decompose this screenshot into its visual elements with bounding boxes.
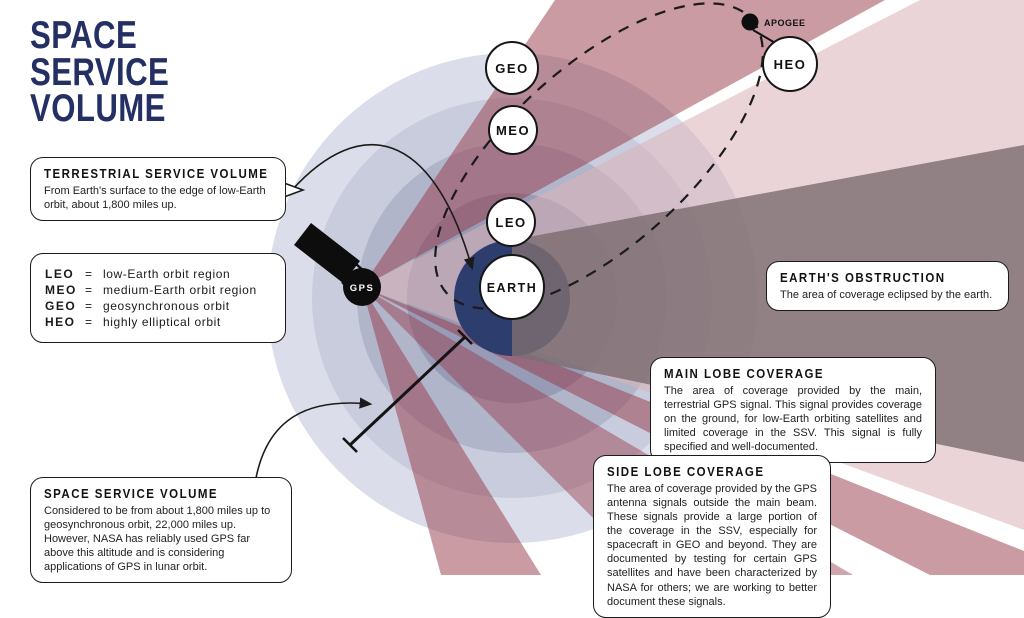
- callout-terrestrial-service-volume: TERRESTRIAL SERVICE VOLUME From Earth's …: [30, 157, 286, 222]
- meo-label: MEO: [496, 123, 530, 138]
- legend-abbr: HEO: [45, 315, 76, 329]
- callout-main-lobe-coverage: MAIN LOBE COVERAGE The area of coverage …: [650, 357, 936, 464]
- legend-equals: =: [85, 267, 93, 281]
- title-line-2: SERVICE: [30, 50, 170, 94]
- callout-body: The area of coverage provided by the mai…: [664, 385, 922, 454]
- earth-label: EARTH: [487, 281, 538, 295]
- callout-earths-obstruction: EARTH'S OBSTRUCTION The area of coverage…: [766, 261, 1009, 312]
- earth-label-circle: [479, 254, 545, 320]
- legend-definition: low-Earth orbit region: [103, 267, 231, 281]
- callout-heading: MAIN LOBE COVERAGE: [664, 367, 825, 381]
- callout-body: The area of coverage eclipsed by the ear…: [780, 289, 993, 301]
- callout-heading: EARTH'S OBSTRUCTION: [780, 271, 946, 285]
- legend-equals: =: [85, 299, 93, 313]
- legend-definition: highly elliptical orbit: [103, 315, 221, 329]
- terrestrial-leader-arrow: [291, 143, 475, 271]
- terrestrial-box-pointer: [283, 182, 306, 198]
- legend-definition: medium-Earth orbit region: [103, 283, 257, 297]
- geo-label-circle: [485, 41, 539, 95]
- legend-definition: geosynchronous orbit: [103, 299, 230, 313]
- ssv-leader-arrow: [255, 397, 373, 479]
- callout-body: The area of coverage provided by the GPS…: [607, 483, 817, 608]
- callout-heading: TERRESTRIAL SERVICE VOLUME: [44, 167, 269, 181]
- ssv-range-indicator: [342, 329, 473, 453]
- legend-abbr: GEO: [45, 299, 77, 313]
- title-line-3: VOLUME: [30, 87, 166, 131]
- legend-abbr: MEO: [45, 283, 77, 297]
- heo-label: HEO: [774, 57, 807, 72]
- leo-label-circle: [486, 197, 536, 247]
- gps-satellite-body: [343, 268, 381, 306]
- meo-label-circle: [488, 105, 538, 155]
- geo-label: GEO: [495, 61, 528, 76]
- title-line-1: SPACE: [30, 14, 138, 57]
- page-title: SPACE SERVICE VOLUME: [30, 14, 170, 131]
- legend-item-meo: MEO = medium-Earth orbit region: [45, 283, 271, 297]
- callout-heading: SPACE SERVICE VOLUME: [44, 487, 219, 501]
- legend-item-geo: GEO = geosynchronous orbit: [45, 299, 271, 313]
- apogee-label: APOGEE: [764, 18, 806, 28]
- callout-body: From Earth's surface to the edge of low-…: [44, 185, 266, 212]
- legend-equals: =: [85, 315, 93, 329]
- callout-heading: SIDE LOBE COVERAGE: [607, 465, 765, 479]
- callout-space-service-volume: SPACE SERVICE VOLUME Considered to be fr…: [30, 477, 292, 584]
- legend-equals: =: [85, 283, 93, 297]
- gps-label: GPS: [350, 283, 375, 294]
- legend-item-leo: LEO = low-Earth orbit region: [45, 267, 271, 281]
- space-service-volume-infographic: { "title": { "line1": "SPACE", "line2": …: [30, 0, 1024, 618]
- orbit-legend: LEO = low-Earth orbit region MEO = mediu…: [30, 253, 286, 343]
- orbit-labels: [479, 36, 818, 320]
- apogee-marker: APOGEE: [741, 13, 806, 45]
- beam-side-lobe-lower-steep: [362, 287, 541, 575]
- leo-label: LEO: [495, 215, 526, 230]
- gps-satellite: GPS: [294, 223, 381, 306]
- apogee-dot: [741, 13, 759, 31]
- legend-item-heo: HEO = highly elliptical orbit: [45, 315, 271, 329]
- heo-label-circle: [762, 36, 818, 92]
- callout-body: Considered to be from about 1,800 miles …: [44, 505, 271, 574]
- callout-side-lobe-coverage: SIDE LOBE COVERAGE The area of coverage …: [593, 455, 831, 618]
- gps-solar-panel: [294, 223, 360, 283]
- legend-abbr: LEO: [45, 267, 75, 281]
